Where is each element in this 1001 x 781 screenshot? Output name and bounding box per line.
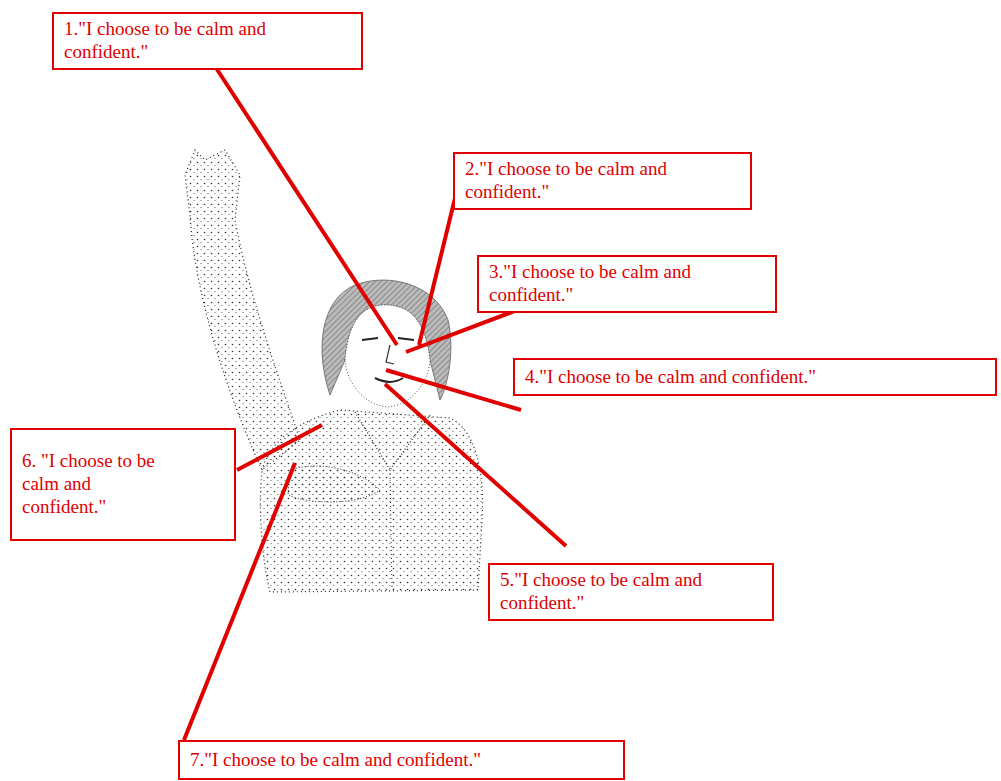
callout-box: 2."I choose to be calm and confident." <box>453 152 752 210</box>
affirmation-text: 1."I choose to be calm and confident." <box>64 18 351 64</box>
affirmation-text: 7."I choose to be calm and confident." <box>190 749 481 772</box>
affirmation-text: 6. "I choose to be calm and confident." <box>22 450 162 518</box>
callout-box: 7."I choose to be calm and confident." <box>178 740 625 780</box>
affirmation-text: 3."I choose to be calm and confident." <box>489 261 765 307</box>
leader-line <box>237 425 322 470</box>
callout-box: 4."I choose to be calm and confident." <box>513 358 997 396</box>
callout-box: 3."I choose to be calm and confident." <box>477 255 777 313</box>
callout-box: 6. "I choose to be calm and confident." <box>10 428 236 541</box>
affirmation-text: 5."I choose to be calm and confident." <box>500 569 762 615</box>
leader-line <box>205 51 397 345</box>
affirmation-text: 2."I choose to be calm and confident." <box>465 158 740 204</box>
callout-box: 1."I choose to be calm and confident." <box>52 12 363 70</box>
affirmation-text: 4."I choose to be calm and confident." <box>525 366 816 389</box>
leader-line <box>419 190 457 345</box>
callout-box: 5."I choose to be calm and confident." <box>488 563 774 621</box>
leader-line <box>385 384 566 546</box>
